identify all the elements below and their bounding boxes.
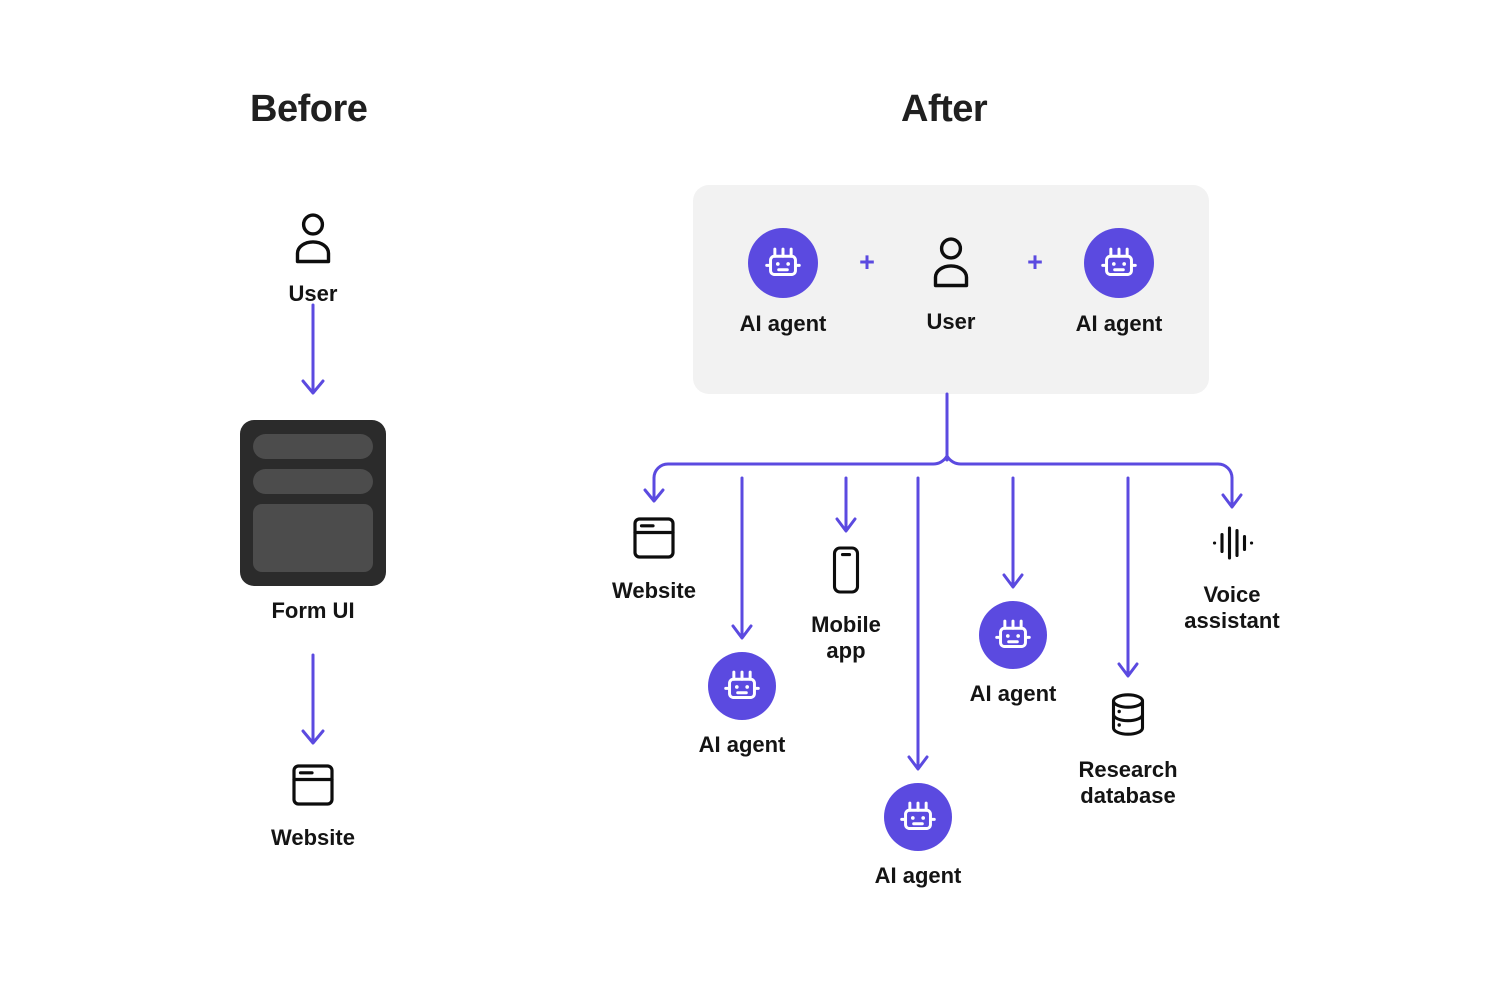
- arrowhead: [731, 624, 753, 640]
- plus-separator: +: [859, 247, 875, 277]
- form-field-bar: [253, 469, 373, 494]
- node-label: Website: [271, 825, 355, 850]
- node-label: Voice assistant: [1184, 582, 1280, 633]
- card-item-ai-agent-left: AI agent: [717, 228, 849, 337]
- arrowhead: [1221, 493, 1243, 509]
- arrowhead: [301, 729, 325, 745]
- after-column-title: After: [901, 88, 988, 130]
- node-label: User: [288, 281, 338, 306]
- arrowhead: [301, 379, 325, 395]
- card-item-label: AI agent: [1075, 311, 1163, 336]
- browser-icon: [630, 515, 678, 566]
- arrowhead: [1002, 573, 1024, 589]
- node-label: AI agent: [969, 681, 1057, 706]
- before-node-user: User: [218, 212, 408, 307]
- database-icon: [1105, 690, 1151, 745]
- arrowhead: [1117, 662, 1139, 678]
- after-node-voice-assistant: Voice assistant: [1137, 521, 1327, 634]
- ai-agent-icon: [884, 783, 952, 851]
- form-field-bar: [253, 434, 373, 459]
- user-icon: [928, 228, 974, 296]
- after-node-mobile-app: Mobile app: [751, 545, 941, 664]
- node-label: Website: [612, 578, 696, 603]
- card-item-ai-agent-right: AI agent: [1053, 228, 1185, 337]
- ai-agent-icon: [1084, 228, 1154, 298]
- ai-agent-icon: [708, 652, 776, 720]
- form-ui-mock: [240, 420, 386, 586]
- before-node-form-ui: Form UI: [218, 420, 408, 624]
- node-label: Research database: [1078, 757, 1178, 808]
- ai-agent-icon: [979, 601, 1047, 669]
- distribution-bus: [652, 454, 1234, 485]
- plus-separator: +: [1027, 247, 1043, 277]
- node-label: AI agent: [698, 732, 786, 757]
- after-node-website: Website: [559, 515, 749, 604]
- card-item-label: AI agent: [739, 311, 827, 336]
- phone-icon: [830, 545, 862, 600]
- after-node-research-database: Research database: [1033, 690, 1223, 809]
- form-textarea-box: [253, 504, 373, 572]
- card-item-user: User: [885, 228, 1017, 335]
- before-column-title: Before: [250, 88, 368, 130]
- ai-agent-icon: [748, 228, 818, 298]
- arrowhead: [907, 755, 929, 771]
- after-group-card: AI agent + User +: [693, 185, 1209, 394]
- after-node-ai-agent-1: AI agent: [647, 652, 837, 758]
- card-item-label: User: [926, 309, 976, 334]
- after-node-ai-agent-3: AI agent: [823, 783, 1013, 889]
- browser-icon: [289, 762, 337, 813]
- user-icon: [290, 212, 336, 269]
- node-label: Mobile app: [811, 612, 881, 663]
- node-label: Form UI: [271, 598, 355, 623]
- node-label: AI agent: [874, 863, 962, 888]
- arrowhead: [643, 488, 665, 503]
- after-node-ai-agent-2: AI agent: [918, 601, 1108, 707]
- arrowhead: [835, 517, 857, 533]
- waveform-icon: [1209, 521, 1255, 570]
- before-node-website: Website: [218, 762, 408, 851]
